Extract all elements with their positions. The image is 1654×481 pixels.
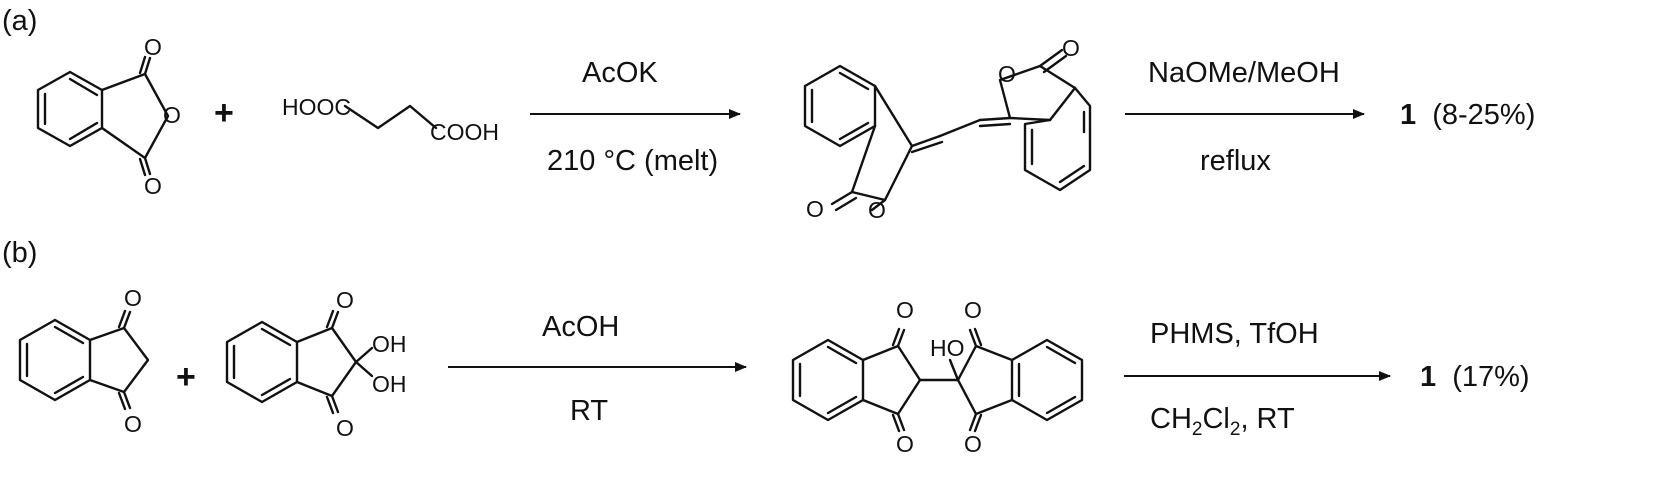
succinic-acid-chain <box>343 104 438 130</box>
ninhydrin-oh-lower: OH <box>372 371 407 397</box>
solvent-ch: CH <box>1150 403 1192 435</box>
atom-o-label: O <box>124 285 142 311</box>
indanedione-structure <box>18 309 150 411</box>
conditions-210c-melt: 210 °C (melt) <box>547 145 718 177</box>
ninhydrin-oh-upper: OH <box>372 331 407 357</box>
atom-o-label: O <box>806 196 824 222</box>
solvent-sub-1: 2 <box>1192 419 1203 440</box>
reagent-acoh: AcOH <box>542 311 619 343</box>
panel-label-b: (b) <box>2 237 37 269</box>
atom-o-label: O <box>1062 35 1080 61</box>
ninhydrin-structure <box>225 309 374 415</box>
atom-o-label: O <box>896 431 914 457</box>
solvent-cl: Cl <box>1202 403 1229 435</box>
compound-number: 1 <box>1400 99 1416 131</box>
succinic-acid-cooh: COOH <box>430 119 499 145</box>
product-yield: (17%) <box>1452 361 1529 393</box>
atom-o-label: O <box>144 34 162 60</box>
solvent-ch2cl2-rt: CH2Cl2, RT <box>1150 403 1295 440</box>
adduct-ho-label: HO <box>930 335 965 361</box>
atom-o-label: O <box>144 173 162 199</box>
panel-label-a: (a) <box>2 5 37 37</box>
atom-o-label: O <box>998 61 1016 87</box>
atom-o-label: O <box>964 431 982 457</box>
solvent-sub-2: 2 <box>1230 419 1241 440</box>
atom-o-label: O <box>868 197 886 223</box>
phthalic-anhydride-structure <box>36 55 170 177</box>
reagent-acok: AcOK <box>582 57 658 89</box>
biindanone-adduct-structure <box>791 327 1084 433</box>
product-a: 1 (8-25%) <box>1400 99 1535 131</box>
atom-o-label: O <box>964 297 982 323</box>
product-b: 1 (17%) <box>1420 361 1530 393</box>
compound-number: 1 <box>1420 361 1436 393</box>
plus-sign-b: + <box>176 358 196 396</box>
bisphthalide-structure <box>803 48 1092 212</box>
reagent-phms-tfoh: PHMS, TfOH <box>1150 318 1319 350</box>
conditions-reflux: reflux <box>1200 145 1271 177</box>
product-yield: (8-25%) <box>1432 99 1535 131</box>
conditions-rt: RT <box>570 395 608 427</box>
atom-o-label: O <box>163 102 181 128</box>
plus-sign-a: + <box>214 94 234 132</box>
atom-o-label: O <box>124 411 142 437</box>
atom-o-label: O <box>896 297 914 323</box>
solvent-rt: , RT <box>1240 403 1295 435</box>
reagent-naome-meoh: NaOMe/MeOH <box>1148 57 1340 89</box>
succinic-acid-hooc: HOOC <box>282 94 351 120</box>
atom-o-label: O <box>336 287 354 313</box>
atom-o-label: O <box>336 415 354 441</box>
